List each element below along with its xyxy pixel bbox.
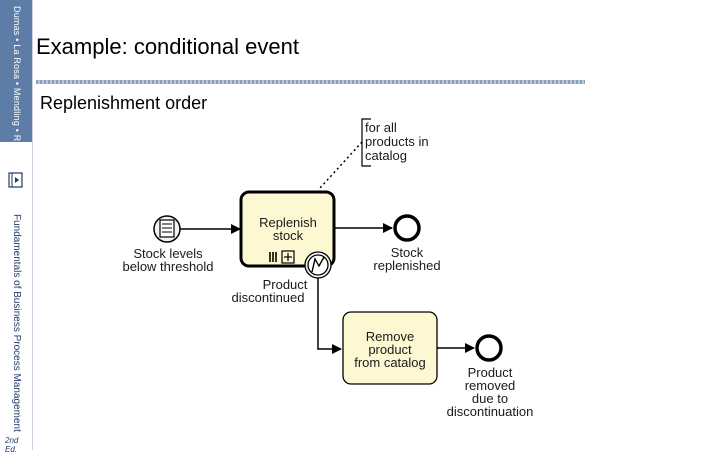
end-event-1-label-1: Stock — [391, 245, 424, 260]
sequence-flow-3 — [317, 278, 342, 354]
boundary-label-2: discontinued — [232, 290, 305, 305]
start-conditional-event[interactable] — [153, 215, 181, 243]
annotation-line-2: products in — [365, 134, 429, 149]
slide-subtitle: Replenishment order — [40, 93, 208, 113]
text-annotation: for all products in catalog — [319, 118, 429, 189]
annotation-line-1: for all — [365, 120, 397, 135]
sidebar: Dumas • La Rosa • Mendling • Reijers Fun… — [0, 0, 33, 454]
sidebar-author-band: Dumas • La Rosa • Mendling • Reijers — [0, 0, 32, 164]
end-event-2-label-3: due to — [472, 391, 508, 406]
lightning-icon — [311, 256, 325, 273]
end-event-2-label-4: discontinuation — [447, 404, 534, 419]
subprocess-expand-icon — [281, 250, 295, 264]
task-remove-label-3: from catalog — [354, 355, 426, 370]
end-event-stock-replenished[interactable] — [393, 214, 421, 242]
task-replenish-label-1: Replenish — [259, 215, 317, 230]
end-event-product-removed[interactable] — [475, 334, 503, 362]
task-remove-label-2: product — [368, 342, 412, 357]
parallel-multi-instance-icon — [269, 252, 277, 262]
start-event-label-2: below threshold — [122, 259, 213, 274]
boundary-conditional-event[interactable] — [304, 251, 332, 279]
end-event-2-label-2: removed — [465, 378, 516, 393]
end-event-2-label-1: Product — [468, 365, 513, 380]
book-logo-icon — [8, 172, 23, 188]
task-replenish-label-2: stock — [273, 228, 304, 243]
task-replenish-stock[interactable]: Replenish stock — [239, 190, 336, 268]
start-event-label-1: Stock levels — [133, 246, 203, 261]
annotation-association — [319, 141, 363, 189]
annotation-line-3: catalog — [365, 148, 407, 163]
task-remove-product[interactable]: Remove product from catalog — [342, 311, 438, 385]
end-event-1-label-2: replenished — [373, 258, 440, 273]
title-divider — [36, 80, 585, 84]
boundary-label-1: Product — [263, 277, 308, 292]
task-remove-label-1: Remove — [366, 329, 414, 344]
slide-title: Example: conditional event — [36, 34, 299, 59]
